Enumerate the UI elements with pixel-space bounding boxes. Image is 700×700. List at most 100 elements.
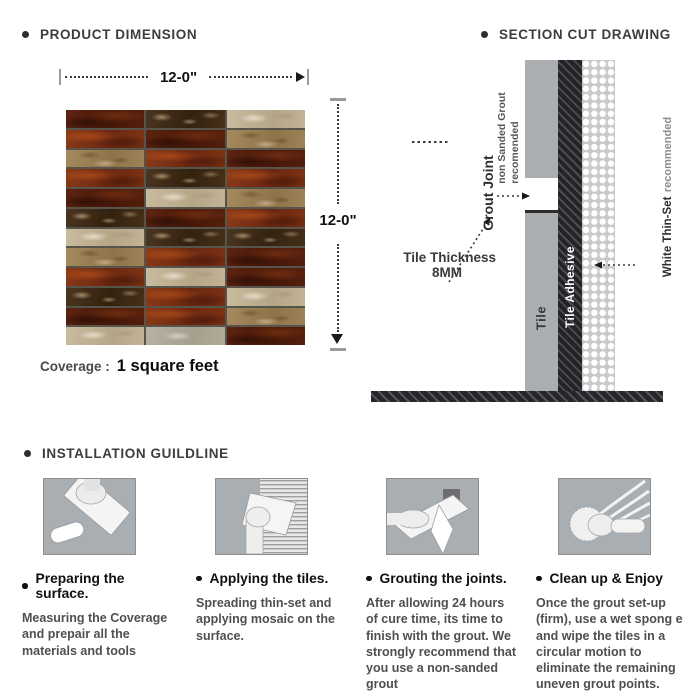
step-description: Spreading thin-set and applying mosaic o…	[196, 596, 335, 643]
dimension-endbar	[330, 98, 346, 101]
mosaic-tile	[66, 129, 145, 148]
heading-text: SECTION CUT DRAWING	[499, 27, 671, 42]
mosaic-tile	[226, 208, 305, 227]
mosaic-tile	[146, 287, 225, 306]
tile-thickness-line1: Tile Thickness	[403, 250, 496, 265]
step-title-row: Preparing the surface.	[22, 571, 180, 601]
tile-adhesive-layer	[558, 60, 582, 391]
bullet-icon	[24, 450, 31, 457]
coverage-value: 1 square feet	[116, 357, 219, 375]
arrow-right-icon	[296, 72, 306, 82]
dotted-line	[209, 76, 293, 78]
tile-thickness-line2: 8MM	[432, 265, 462, 280]
dotted-line	[65, 76, 148, 78]
coverage-label: Coverage :	[40, 359, 110, 374]
bullet-icon	[366, 575, 372, 582]
mosaic-tile	[226, 149, 305, 168]
tile-adhesive-label: Tile Adhesive	[563, 246, 577, 328]
installation-heading: INSTALLATION GUILDLINE	[24, 446, 229, 461]
thinset-label-gray: recommended	[662, 116, 674, 193]
bullet-icon	[22, 31, 29, 38]
step-title: Clean up & Enjoy	[549, 571, 663, 586]
mosaic-tile	[146, 169, 225, 187]
install-step-2: Applying the tiles. Spreading thin-set a…	[196, 478, 354, 644]
step-title: Applying the tiles.	[209, 571, 329, 586]
mosaic-tile	[226, 169, 305, 187]
step-title-row: Clean up & Enjoy	[536, 571, 694, 586]
tile-upper-block	[525, 60, 558, 178]
bullet-icon	[481, 31, 488, 38]
height-dimension-label: 12-0"	[319, 212, 357, 229]
diagram-arrows	[412, 141, 635, 283]
thinset-layer	[582, 60, 615, 391]
heading-text: PRODUCT DIMENSION	[40, 27, 198, 42]
step-title: Preparing the surface.	[35, 571, 125, 601]
mosaic-tile	[146, 189, 225, 207]
section-cut-diagram: Grout Joint non Sanded Grout recomended …	[371, 50, 700, 415]
mosaic-tile	[66, 208, 145, 227]
dimension-endbar	[330, 348, 346, 351]
mosaic-tile	[66, 287, 145, 306]
grout-note-line1: non Sanded Grout	[495, 92, 508, 184]
step-description: Once the grout set-up (firm), use a wet …	[536, 596, 683, 692]
step-description: Measuring the Coverage and prepair all t…	[22, 611, 168, 658]
mosaic-tile	[146, 248, 225, 266]
install-step-3: Grouting the joints. After allowing 24 h…	[366, 478, 524, 693]
thinset-label-bold: White Thin-Set	[662, 196, 674, 278]
bullet-icon	[196, 575, 202, 582]
mosaic-tile	[146, 129, 225, 148]
step-title: Grouting the joints.	[379, 571, 507, 586]
mosaic-tile	[226, 189, 305, 207]
dimension-endbar	[59, 69, 61, 85]
mosaic-tile	[226, 307, 305, 326]
substrate-floor	[371, 391, 663, 402]
mosaic-tile	[146, 268, 225, 286]
coverage-line: Coverage : 1 square feet	[40, 357, 219, 376]
mosaic-tile	[66, 268, 145, 286]
mosaic-grid	[66, 110, 305, 345]
bullet-icon	[22, 583, 28, 589]
mosaic-tile	[66, 228, 145, 247]
grout-joint-label: Grout Joint	[480, 155, 496, 231]
product-dimension-heading: PRODUCT DIMENSION	[22, 27, 197, 42]
step-title-row: Grouting the joints.	[366, 571, 524, 586]
mosaic-tile	[66, 169, 145, 187]
dotted-line	[337, 244, 339, 332]
mosaic-tile	[226, 327, 305, 345]
install-step-1: Preparing the surface. Measuring the Cov…	[22, 478, 180, 659]
tile-label: Tile	[533, 305, 549, 331]
width-dimension-label: 12-0"	[159, 68, 198, 86]
mosaic-tile	[146, 149, 225, 168]
grout-float-icon	[386, 478, 479, 555]
mosaic-tile	[226, 110, 305, 128]
section-cut-heading: SECTION CUT DRAWING	[481, 27, 671, 42]
mosaic-tile	[66, 110, 145, 128]
step-description: After allowing 24 hours of cure time, it…	[366, 596, 517, 692]
grout-note-label: non Sanded Grout recomended	[496, 92, 522, 184]
bullet-icon	[536, 575, 542, 582]
tile-lower-block	[525, 210, 558, 391]
step-title-row: Applying the tiles.	[196, 571, 354, 586]
mosaic-tile	[66, 189, 145, 207]
width-dimension: 12-0"	[59, 68, 310, 86]
mosaic-tile	[146, 110, 225, 128]
thinset-label: White Thin-Set recommended	[658, 117, 676, 277]
mosaic-tile	[226, 228, 305, 247]
dimension-endbar	[307, 69, 310, 85]
mosaic-tile	[146, 307, 225, 326]
mosaic-tile	[226, 268, 305, 286]
mosaic-tile	[226, 129, 305, 148]
install-step-4: Clean up & Enjoy Once the grout set-up (…	[536, 478, 694, 693]
mosaic-tile	[66, 149, 145, 168]
trowel-spread-icon	[215, 478, 308, 555]
heading-text: INSTALLATION GUILDLINE	[42, 446, 229, 461]
mosaic-tile	[66, 327, 145, 345]
mosaic-tile	[146, 327, 225, 345]
grout-note-line2: recomended	[509, 121, 521, 184]
mosaic-tile	[146, 228, 225, 247]
tile-thickness-callout: Tile Thickness 8MM	[391, 250, 496, 280]
surface-roller-icon	[43, 478, 136, 555]
mosaic-tile	[226, 248, 305, 266]
height-dimension: 12-0"	[318, 98, 358, 354]
